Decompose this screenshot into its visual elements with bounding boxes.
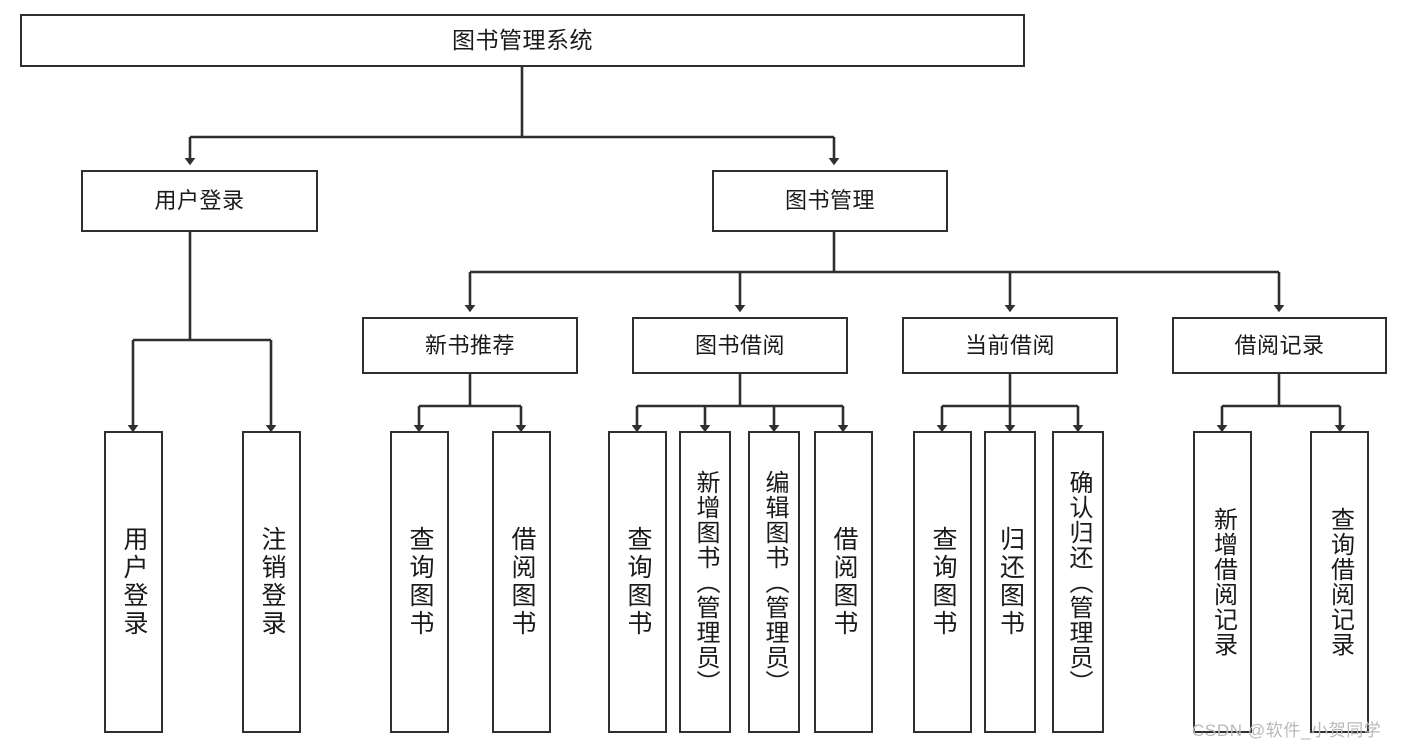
node-label: 查询图书 bbox=[624, 526, 652, 638]
leaf-return-book[interactable]: 归还图书 bbox=[984, 431, 1036, 733]
node-label: 用户登录 bbox=[120, 526, 148, 638]
node-label: 注销登录 bbox=[258, 526, 286, 638]
node-label: 查询图书 bbox=[929, 526, 957, 638]
node-label: 新增借阅记录 bbox=[1209, 507, 1237, 657]
node-new-book-rec[interactable]: 新书推荐 bbox=[362, 317, 578, 374]
node-label: 用户登录 bbox=[154, 188, 245, 214]
leaf-borrow-book-borrow[interactable]: 借阅图书 bbox=[814, 431, 873, 733]
leaf-add-borrow-record[interactable]: 新增借阅记录 bbox=[1193, 431, 1252, 733]
node-user-login[interactable]: 用户登录 bbox=[81, 170, 318, 232]
leaf-confirm-return-admin[interactable]: 确认归还（管理员） bbox=[1052, 431, 1104, 733]
leaf-query-book-borrow[interactable]: 查询图书 bbox=[608, 431, 667, 733]
node-label: 归还图书 bbox=[996, 526, 1025, 638]
leaf-add-book-admin[interactable]: 新增图书（管理员） bbox=[679, 431, 731, 733]
node-label: 编辑图书（管理员） bbox=[761, 469, 788, 695]
node-root-system[interactable]: 图书管理系统 bbox=[20, 14, 1025, 67]
node-label: 借阅记录 bbox=[1234, 332, 1325, 358]
leaf-borrow-book-rec[interactable]: 借阅图书 bbox=[492, 431, 551, 733]
node-label: 查询图书 bbox=[406, 526, 434, 638]
node-book-manage[interactable]: 图书管理 bbox=[712, 170, 948, 232]
leaf-logout-login[interactable]: 注销登录 bbox=[242, 431, 301, 733]
node-label: 图书借阅 bbox=[694, 332, 785, 358]
node-label: 借阅图书 bbox=[508, 526, 536, 638]
node-label: 当前借阅 bbox=[964, 332, 1055, 358]
node-borrow-record[interactable]: 借阅记录 bbox=[1172, 317, 1387, 374]
csdn-watermark: CSDN @软件_小贺同学 bbox=[1192, 721, 1382, 740]
node-label: 新书推荐 bbox=[424, 332, 515, 358]
node-book-borrow[interactable]: 图书借阅 bbox=[632, 317, 848, 374]
node-label: 图书管理系统 bbox=[452, 26, 593, 53]
leaf-query-book-rec[interactable]: 查询图书 bbox=[390, 431, 449, 733]
node-current-borrow[interactable]: 当前借阅 bbox=[902, 317, 1118, 374]
node-label: 借阅图书 bbox=[830, 526, 858, 638]
leaf-edit-book-admin[interactable]: 编辑图书（管理员） bbox=[748, 431, 800, 733]
leaf-user-login[interactable]: 用户登录 bbox=[104, 431, 163, 733]
node-label: 确认归还（管理员） bbox=[1065, 469, 1092, 695]
node-label: 查询借阅记录 bbox=[1326, 507, 1354, 657]
leaf-query-book-current[interactable]: 查询图书 bbox=[913, 431, 972, 733]
leaf-query-borrow-record[interactable]: 查询借阅记录 bbox=[1310, 431, 1369, 733]
node-label: 图书管理 bbox=[784, 188, 875, 214]
node-label: 新增图书（管理员） bbox=[692, 469, 719, 695]
